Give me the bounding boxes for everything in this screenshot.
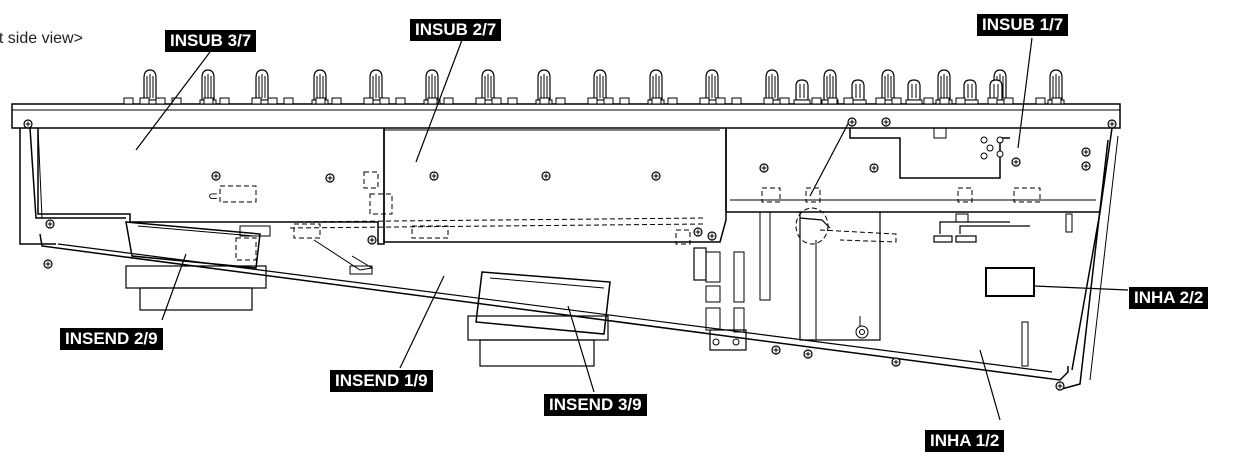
panel-tab	[651, 97, 662, 105]
callout-insub-2-7: INSUB 2/7	[410, 19, 502, 41]
panel-tab	[331, 97, 342, 105]
panel-tab	[475, 97, 486, 105]
panel-tab	[939, 97, 950, 105]
screw	[803, 349, 813, 359]
panel-tab	[139, 97, 150, 105]
screw	[45, 219, 55, 229]
panel-tab	[283, 97, 294, 105]
screw	[429, 171, 439, 181]
panel-tab	[779, 97, 790, 105]
panel-tab	[507, 97, 518, 105]
screw	[891, 357, 901, 367]
panel-tab	[987, 97, 998, 105]
screw	[707, 231, 717, 241]
screw	[541, 171, 551, 181]
callout-insend-2-9: INSEND 2/9	[60, 328, 163, 350]
panel-tab	[251, 97, 262, 105]
panel-tab	[699, 97, 710, 105]
screw	[1081, 147, 1091, 157]
panel-tab	[603, 97, 614, 105]
knob-small	[793, 79, 811, 105]
panel-tab	[619, 97, 630, 105]
panel-tab	[1035, 97, 1046, 105]
screw	[325, 173, 335, 183]
panel-tab	[891, 97, 902, 105]
screw	[869, 163, 879, 173]
panel-tab	[219, 97, 230, 105]
panel-tab	[363, 97, 374, 105]
panel-tab	[1003, 97, 1014, 105]
screw	[211, 171, 221, 181]
screw	[43, 259, 53, 269]
panel-tab	[587, 97, 598, 105]
screw	[1081, 161, 1091, 171]
screw	[759, 163, 769, 173]
panel-tab	[875, 97, 886, 105]
screw	[847, 117, 857, 127]
panel-tab	[731, 97, 742, 105]
screw	[651, 171, 661, 181]
screw	[1055, 381, 1065, 391]
panel-tab	[203, 97, 214, 105]
panel-tab	[395, 97, 406, 105]
panel-tab	[715, 97, 726, 105]
view-caption: nt side view>	[0, 30, 83, 47]
callout-insub-3-7: INSUB 3/7	[165, 30, 257, 52]
callout-insend-3-9: INSEND 3/9	[544, 394, 647, 416]
panel-tab	[123, 97, 134, 105]
panel-tab	[811, 97, 822, 105]
screw	[881, 117, 891, 127]
screw	[693, 227, 703, 237]
screw	[1107, 119, 1117, 129]
panel-tab	[491, 97, 502, 105]
callout-inha-2-2: INHA 2/2	[1129, 287, 1209, 309]
panel-tab	[555, 97, 566, 105]
knob-small	[905, 79, 923, 105]
panel-tab	[267, 97, 278, 105]
panel-tab	[155, 97, 166, 105]
screw	[1011, 157, 1021, 167]
svg-text:⊂: ⊂	[208, 189, 218, 203]
screw	[23, 119, 33, 129]
panel-tab	[827, 97, 838, 105]
panel-tab	[923, 97, 934, 105]
panel-tab	[955, 97, 966, 105]
panel-tab	[315, 97, 326, 105]
callout-insub-1-7: INSUB 1/7	[977, 14, 1069, 36]
panel-tab	[1051, 97, 1062, 105]
panel-tab	[539, 97, 550, 105]
screw	[771, 345, 781, 355]
panel-tab	[667, 97, 678, 105]
screw	[367, 235, 377, 245]
panel-tab	[443, 97, 454, 105]
panel-tab	[843, 97, 854, 105]
callout-inha-1-2: INHA 1/2	[925, 430, 1005, 452]
panel-tab	[763, 97, 774, 105]
panel-tab	[427, 97, 438, 105]
panel-tab	[379, 97, 390, 105]
callout-insend-1-9: INSEND 1/9	[330, 370, 433, 392]
